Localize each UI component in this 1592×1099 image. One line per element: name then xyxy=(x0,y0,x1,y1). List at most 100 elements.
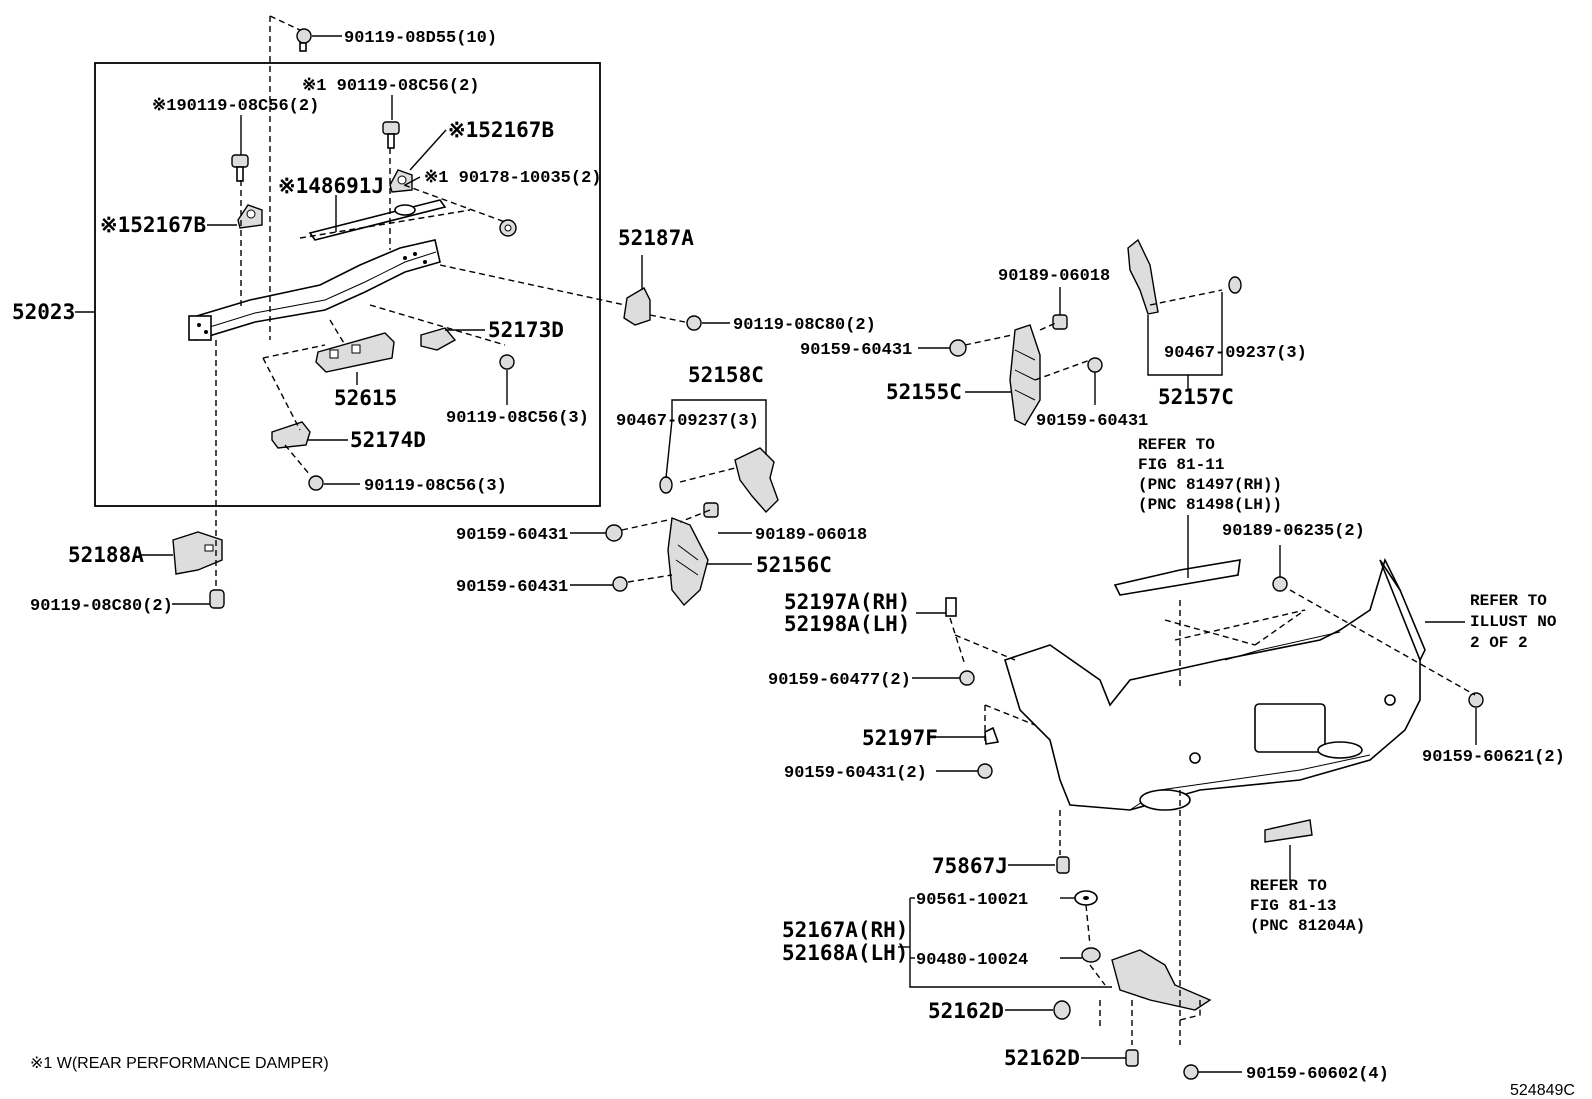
bracket-52155c xyxy=(1009,324,1041,426)
ref-line: REFER TO xyxy=(1250,877,1327,895)
bolt-icon xyxy=(1183,1064,1199,1080)
bolt-icon xyxy=(308,475,324,491)
label-52167b-left: ※152167B xyxy=(100,213,206,237)
label-52162d-a: 52162D xyxy=(928,999,1004,1023)
label-90119-08c56-3b: 90119-08C56(3) xyxy=(364,477,507,496)
label-52197a: 52197A(RH) xyxy=(784,590,910,614)
ref-line: 2 OF 2 xyxy=(1470,634,1528,652)
ref-line: REFER TO xyxy=(1470,592,1547,610)
bracket-52174d xyxy=(271,421,311,449)
reference-illust-2: REFER TO ILLUST NO 2 OF 2 xyxy=(1470,592,1557,652)
assembly-lines xyxy=(215,15,1476,1045)
label-52157c: 52157C xyxy=(1158,385,1234,409)
label-48691j: ※148691J xyxy=(278,174,384,198)
bolt-icon xyxy=(1087,357,1103,373)
bolt-icon xyxy=(231,154,249,182)
nut-icon xyxy=(949,339,967,357)
rear-bumper-reinforcement xyxy=(188,239,441,342)
nut-icon xyxy=(499,219,517,237)
ref-line: ILLUST NO xyxy=(1470,613,1557,631)
label-90189-06235: 90189-06235(2) xyxy=(1222,522,1365,541)
label-90159-60431-c: 90159-60431 xyxy=(800,341,912,360)
label-52162d-b: 52162D xyxy=(1004,1046,1080,1070)
label-52168a: 52168A(LH) xyxy=(782,941,908,965)
bracket-52615 xyxy=(315,332,395,373)
label-75867j: 75867J xyxy=(932,854,1008,878)
footnote: ※1 W(REAR PERFORMANCE DAMPER) xyxy=(30,1055,329,1072)
bolt-icon xyxy=(686,315,702,331)
ref-line: (PNC 81498(LH)) xyxy=(1138,496,1282,514)
reflector-plate xyxy=(1264,819,1313,843)
label-90119-08c56-top: ※1 90119-08C56(2) xyxy=(302,77,479,96)
label-52174d: 52174D xyxy=(350,428,426,452)
bolt-icon xyxy=(1468,692,1484,708)
damper-bracket-left xyxy=(237,204,263,229)
bolt-icon xyxy=(959,670,975,686)
label-90119-08c56-3a: 90119-08C56(3) xyxy=(446,409,589,428)
garnish-strip xyxy=(1113,559,1241,596)
ref-line: (PNC 81204A) xyxy=(1250,917,1365,935)
label-90159-60431-d: 90159-60431 xyxy=(1036,412,1148,431)
rear-bumper-cover xyxy=(1004,557,1421,811)
bracket-52156c xyxy=(667,517,709,607)
bracket-52188a xyxy=(172,531,223,575)
bolt-icon xyxy=(977,763,993,779)
ref-line: FIG 81-11 xyxy=(1138,456,1224,474)
label-90119-08c80-left: 90119-08C80(2) xyxy=(30,597,173,616)
clip-icon xyxy=(1081,947,1101,963)
label-52198a: 52198A(LH) xyxy=(784,612,910,636)
label-52156c: 52156C xyxy=(756,553,832,577)
clip-icon xyxy=(1052,314,1068,330)
reinforcement-group-box xyxy=(94,62,601,507)
label-90480-10024: 90480-10024 xyxy=(916,951,1028,970)
figure-id: 524849C xyxy=(1510,1082,1575,1099)
clip-icon xyxy=(984,726,1000,745)
bolt-icon xyxy=(296,28,312,52)
label-90159-60477: 90159-60477(2) xyxy=(768,671,911,690)
label-90159-60431-b: 90159-60431 xyxy=(456,578,568,597)
label-90561-10021: 90561-10021 xyxy=(916,891,1028,910)
clip-icon xyxy=(945,597,957,617)
clip-icon xyxy=(1125,1049,1139,1067)
clip-icon xyxy=(703,502,719,518)
label-52158c: 52158C xyxy=(688,363,764,387)
label-52615: 52615 xyxy=(334,386,397,410)
reference-fig-81-13: REFER TO FIG 81-13 (PNC 81204A) xyxy=(1250,877,1365,935)
clip-icon xyxy=(1053,1000,1071,1020)
clip-icon xyxy=(659,476,673,494)
bolt-icon xyxy=(382,121,400,149)
label-52188a: 52188A xyxy=(68,543,144,567)
label-52187a: 52187A xyxy=(618,226,694,250)
mudguard xyxy=(1111,949,1212,1011)
label-90467-right: 90467-09237(3) xyxy=(1164,344,1307,363)
bolt-icon xyxy=(499,354,515,370)
label-52167a: 52167A(RH) xyxy=(782,918,908,942)
label-52167b-top: ※152167B xyxy=(448,118,554,142)
bumper-side-extension xyxy=(1379,559,1426,662)
bracket-52158c xyxy=(734,447,779,514)
bolt-icon xyxy=(612,576,628,592)
label-90467-mid: 90467-09237(3) xyxy=(616,412,759,431)
label-90119-08d55: 90119-08D55(10) xyxy=(344,29,497,48)
label-90178-10035: ※1 90178-10035(2) xyxy=(424,169,601,188)
ref-line: (PNC 81497(RH)) xyxy=(1138,476,1282,494)
bolt-icon xyxy=(209,589,225,609)
washer-icon xyxy=(1074,890,1098,906)
label-90159-60602: 90159-60602(4) xyxy=(1246,1065,1389,1084)
label-90189-06018-mid: 90189-06018 xyxy=(755,526,867,545)
label-90119-08c80-mid: 90119-08C80(2) xyxy=(733,316,876,335)
label-90159-60621: 90159-60621(2) xyxy=(1422,748,1565,767)
label-90119-08c56-left: ※190119-08C56(2) xyxy=(152,97,319,116)
label-90159-60431-a: 90159-60431 xyxy=(456,526,568,545)
bracket-52157c xyxy=(1127,238,1159,315)
label-52197f: 52197F xyxy=(862,726,938,750)
nut-icon xyxy=(1272,576,1288,592)
clip-icon xyxy=(1056,856,1070,874)
bracket-52173d xyxy=(420,327,457,351)
bracket-52187a xyxy=(623,287,651,326)
ref-line: FIG 81-13 xyxy=(1250,897,1336,915)
label-52155c: 52155C xyxy=(886,380,962,404)
clip-icon xyxy=(1228,276,1242,294)
ref-line: REFER TO xyxy=(1138,436,1215,454)
